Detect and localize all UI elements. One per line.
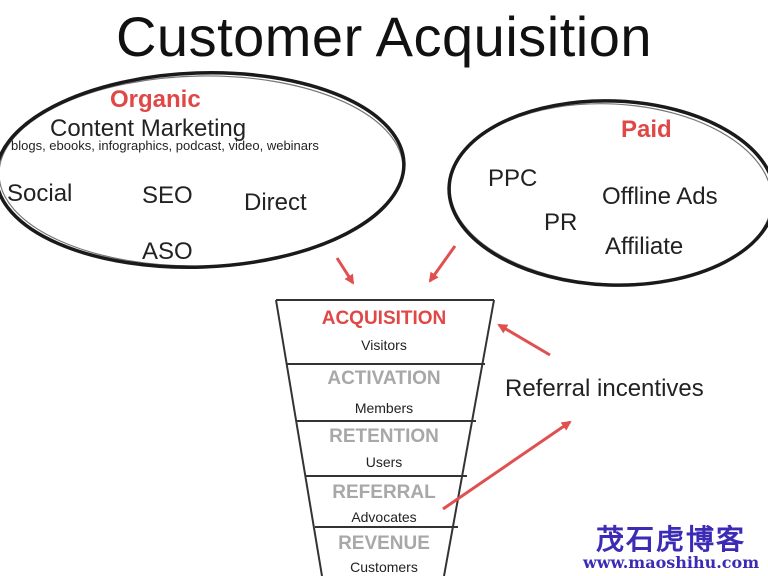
paid-item-ppc: PPC <box>488 165 538 192</box>
funnel-outline <box>275 299 495 576</box>
paid-item-pr: PR <box>544 209 578 236</box>
watermark-url: www.maoshihu.com <box>583 553 760 572</box>
funnel-sub-users: Users <box>365 454 403 470</box>
content-marketing-detail: blogs, ebooks, infographics, podcast, vi… <box>11 138 319 153</box>
referral-incentives-label: Referral incentives <box>505 375 704 402</box>
funnel-stage-revenue: REVENUE <box>338 533 430 554</box>
organic-item-direct: Direct <box>244 189 307 216</box>
funnel-stage-acquisition: ACQUISITION <box>321 308 447 329</box>
funnel-sub-advocates: Advocates <box>351 509 417 525</box>
funnel-sub-visitors: Visitors <box>361 337 407 353</box>
arrow-referral-to-incentive <box>442 420 572 511</box>
arrow-organic-to-funnel <box>335 257 355 285</box>
paid-item-offline-ads: Offline Ads <box>602 183 718 210</box>
watermark-logo: 茂石虎博客 <box>596 523 747 556</box>
funnel-sub-members: Members <box>354 400 414 416</box>
organic-item-seo: SEO <box>142 182 193 209</box>
organic-ellipse <box>0 71 406 269</box>
arrow-incentive-to-acquisition <box>497 323 551 357</box>
organic-heading: Organic <box>110 86 201 113</box>
organic-item-aso: ASO <box>142 238 193 265</box>
page-title: Customer Acquisition <box>115 5 652 68</box>
funnel-stage-referral: REFERRAL <box>332 482 436 503</box>
paid-ellipse <box>447 99 768 287</box>
funnel-sub-customers: Customers <box>350 559 418 575</box>
content-marketing-label: Content Marketing <box>50 115 247 142</box>
organic-item-social: Social <box>7 180 73 207</box>
paid-item-affiliate: Affiliate <box>605 233 684 260</box>
paid-heading: Paid <box>621 116 672 143</box>
arrow-paid-to-funnel <box>428 245 457 283</box>
funnel-stage-activation: ACTIVATION <box>327 368 441 389</box>
funnel-stage-retention: RETENTION <box>329 426 439 447</box>
